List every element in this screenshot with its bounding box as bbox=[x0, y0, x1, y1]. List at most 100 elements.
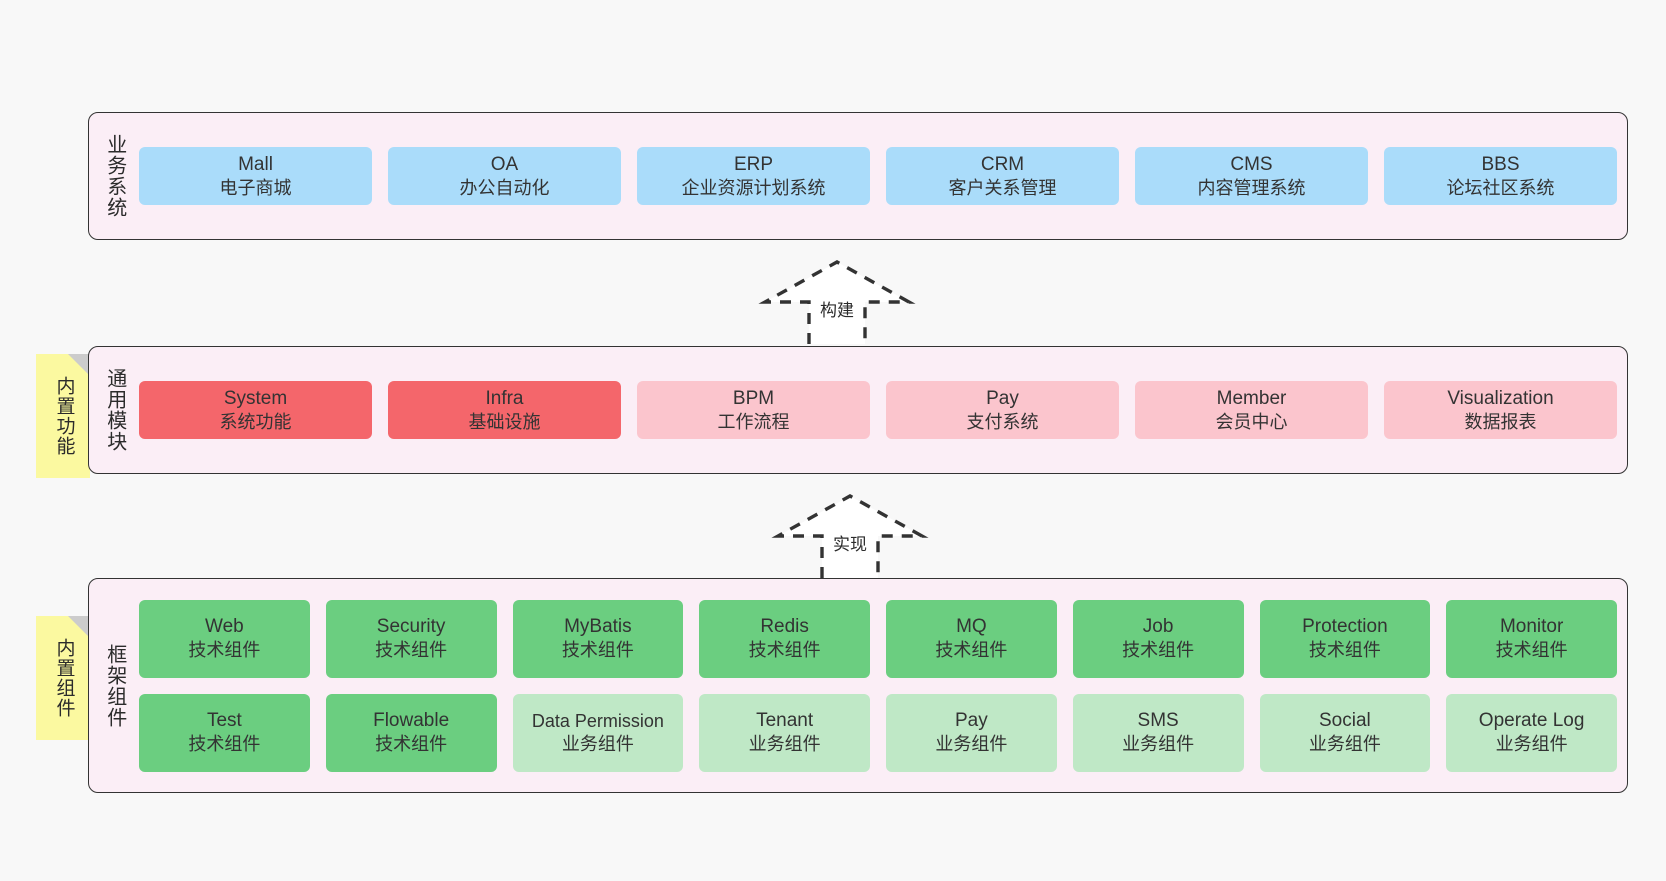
card-subtitle: 技术组件 bbox=[188, 734, 261, 755]
card-title: MQ bbox=[956, 616, 987, 638]
card-subtitle: 技术组件 bbox=[188, 640, 261, 661]
card-title: Pay bbox=[986, 387, 1019, 409]
card-protection[interactable]: Protection 技术组件 bbox=[1259, 599, 1431, 678]
layer-title-common-module: 通用模块 bbox=[103, 368, 126, 452]
card-redis[interactable]: Redis 技术组件 bbox=[699, 599, 870, 678]
card-monitor[interactable]: Monitor 技术组件 bbox=[1446, 599, 1617, 678]
card-cms[interactable]: CMS 内容管理系统 bbox=[1135, 146, 1368, 206]
card-title: CMS bbox=[1230, 153, 1273, 175]
card-title: Mall bbox=[238, 153, 273, 175]
card-subtitle: 支付系统 bbox=[966, 411, 1039, 432]
card-title: Test bbox=[206, 710, 242, 732]
card-data-permission[interactable]: Data Permission 业务组件 bbox=[512, 693, 684, 772]
card-infra[interactable]: Infra 基础设施 bbox=[388, 380, 621, 440]
note-label: 内置功能 bbox=[53, 376, 75, 456]
card-erp[interactable]: ERP 企业资源计划系统 bbox=[637, 146, 870, 206]
card-title: Social bbox=[1319, 710, 1371, 732]
layer-title-framework-component: 框架组件 bbox=[103, 643, 126, 728]
card-title: Monitor bbox=[1499, 616, 1564, 638]
card-flowable[interactable]: Flowable 技术组件 bbox=[325, 693, 497, 772]
card-member[interactable]: Member 会员中心 bbox=[1135, 380, 1368, 440]
card-mall[interactable]: Mall 电子商城 bbox=[139, 146, 372, 206]
card-subtitle: 技术组件 bbox=[935, 640, 1008, 661]
card-visualization[interactable]: Visualization 数据报表 bbox=[1384, 380, 1617, 440]
card-subtitle: 技术组件 bbox=[375, 734, 448, 755]
card-subtitle: 数据报表 bbox=[1464, 411, 1537, 432]
card-subtitle: 办公自动化 bbox=[459, 177, 550, 198]
card-title: Protection bbox=[1302, 616, 1388, 638]
card-crm[interactable]: CRM 客户关系管理 bbox=[886, 146, 1119, 206]
card-social[interactable]: Social 业务组件 bbox=[1259, 693, 1431, 772]
card-title: CRM bbox=[980, 153, 1025, 175]
card-subtitle: 企业资源计划系统 bbox=[681, 177, 826, 198]
card-subtitle: 业务组件 bbox=[935, 734, 1008, 755]
card-title: Member bbox=[1216, 387, 1287, 409]
card-pay-module[interactable]: Pay 支付系统 bbox=[886, 380, 1119, 440]
card-subtitle: 业务组件 bbox=[748, 734, 821, 755]
layer-body-framework-component: Web 技术组件 Security 技术组件 MyBatis 技术组件 Redi… bbox=[131, 587, 1617, 784]
card-subtitle: 业务组件 bbox=[561, 733, 634, 754]
layer-title-business-system: 业务系统 bbox=[103, 134, 126, 218]
card-title: OA bbox=[490, 153, 519, 175]
layer-common-module[interactable]: 通用模块 System 系统功能 Infra 基础设施 BPM 工作流程 Pay… bbox=[88, 346, 1628, 474]
card-subtitle: 基础设施 bbox=[468, 411, 541, 432]
card-system[interactable]: System 系统功能 bbox=[139, 380, 372, 440]
card-oa[interactable]: OA 办公自动化 bbox=[388, 146, 621, 206]
card-title: Flowable bbox=[373, 710, 450, 732]
card-title: Data Permission bbox=[531, 711, 664, 731]
card-subtitle: 业务组件 bbox=[1308, 734, 1381, 755]
card-title: MyBatis bbox=[564, 616, 632, 638]
card-web[interactable]: Web 技术组件 bbox=[139, 599, 310, 678]
card-bbs[interactable]: BBS 论坛社区系统 bbox=[1384, 146, 1617, 206]
layer-body-common-module: System 系统功能 Infra 基础设施 BPM 工作流程 Pay 支付系统… bbox=[131, 355, 1617, 465]
card-subtitle: 电子商城 bbox=[219, 177, 292, 198]
card-subtitle: 技术组件 bbox=[375, 640, 448, 661]
card-bpm[interactable]: BPM 工作流程 bbox=[637, 380, 870, 440]
card-subtitle: 技术组件 bbox=[1122, 640, 1195, 661]
card-subtitle: 技术组件 bbox=[561, 640, 634, 661]
card-subtitle: 业务组件 bbox=[1122, 734, 1195, 755]
card-title: BBS bbox=[1481, 153, 1520, 175]
card-test[interactable]: Test 技术组件 bbox=[139, 693, 310, 772]
card-subtitle: 技术组件 bbox=[1495, 640, 1568, 661]
card-title: Pay bbox=[955, 710, 988, 732]
card-row: System 系统功能 Infra 基础设施 BPM 工作流程 Pay 支付系统… bbox=[139, 380, 1617, 440]
card-title: SMS bbox=[1137, 710, 1179, 732]
card-title: Redis bbox=[760, 616, 809, 638]
card-tenant[interactable]: Tenant 业务组件 bbox=[699, 693, 870, 772]
card-title: Tenant bbox=[756, 710, 814, 732]
layer-framework-component[interactable]: 框架组件 Web 技术组件 Security 技术组件 MyBatis 技术组件… bbox=[88, 578, 1628, 793]
card-subtitle: 业务组件 bbox=[1495, 734, 1568, 755]
card-subtitle: 论坛社区系统 bbox=[1446, 177, 1555, 198]
card-title: Operate Log bbox=[1478, 710, 1585, 732]
card-row: Mall 电子商城 OA 办公自动化 ERP 企业资源计划系统 CRM 客户关系… bbox=[139, 146, 1617, 206]
card-row: Web 技术组件 Security 技术组件 MyBatis 技术组件 Redi… bbox=[139, 599, 1617, 678]
card-mybatis[interactable]: MyBatis 技术组件 bbox=[512, 599, 684, 678]
note-builtin-component: 内置组件 bbox=[36, 616, 90, 740]
card-security[interactable]: Security 技术组件 bbox=[325, 599, 497, 678]
card-job[interactable]: Job 技术组件 bbox=[1072, 599, 1244, 678]
card-subtitle: 系统功能 bbox=[219, 411, 292, 432]
card-title: Infra bbox=[485, 387, 524, 409]
card-title: BPM bbox=[732, 387, 775, 409]
card-pay-component[interactable]: Pay 业务组件 bbox=[886, 693, 1057, 772]
card-title: Security bbox=[376, 616, 446, 638]
card-subtitle: 客户关系管理 bbox=[948, 177, 1057, 198]
note-label: 内置组件 bbox=[53, 638, 75, 718]
card-subtitle: 工作流程 bbox=[717, 411, 790, 432]
note-builtin-feature: 内置功能 bbox=[36, 354, 90, 478]
card-title: Job bbox=[1142, 616, 1174, 638]
card-title: ERP bbox=[733, 153, 774, 175]
card-mq[interactable]: MQ 技术组件 bbox=[886, 599, 1057, 678]
card-operate-log[interactable]: Operate Log 业务组件 bbox=[1446, 693, 1617, 772]
card-subtitle: 技术组件 bbox=[748, 640, 821, 661]
layer-business-system[interactable]: 业务系统 Mall 电子商城 OA 办公自动化 ERP 企业资源计划系统 CRM… bbox=[88, 112, 1628, 240]
card-title: Visualization bbox=[1447, 387, 1554, 409]
layer-body-business-system: Mall 电子商城 OA 办公自动化 ERP 企业资源计划系统 CRM 客户关系… bbox=[131, 121, 1617, 231]
card-subtitle: 会员中心 bbox=[1215, 411, 1288, 432]
card-subtitle: 内容管理系统 bbox=[1197, 177, 1306, 198]
card-sms[interactable]: SMS 业务组件 bbox=[1072, 693, 1244, 772]
card-title: Web bbox=[205, 616, 244, 638]
card-title: System bbox=[223, 387, 288, 409]
